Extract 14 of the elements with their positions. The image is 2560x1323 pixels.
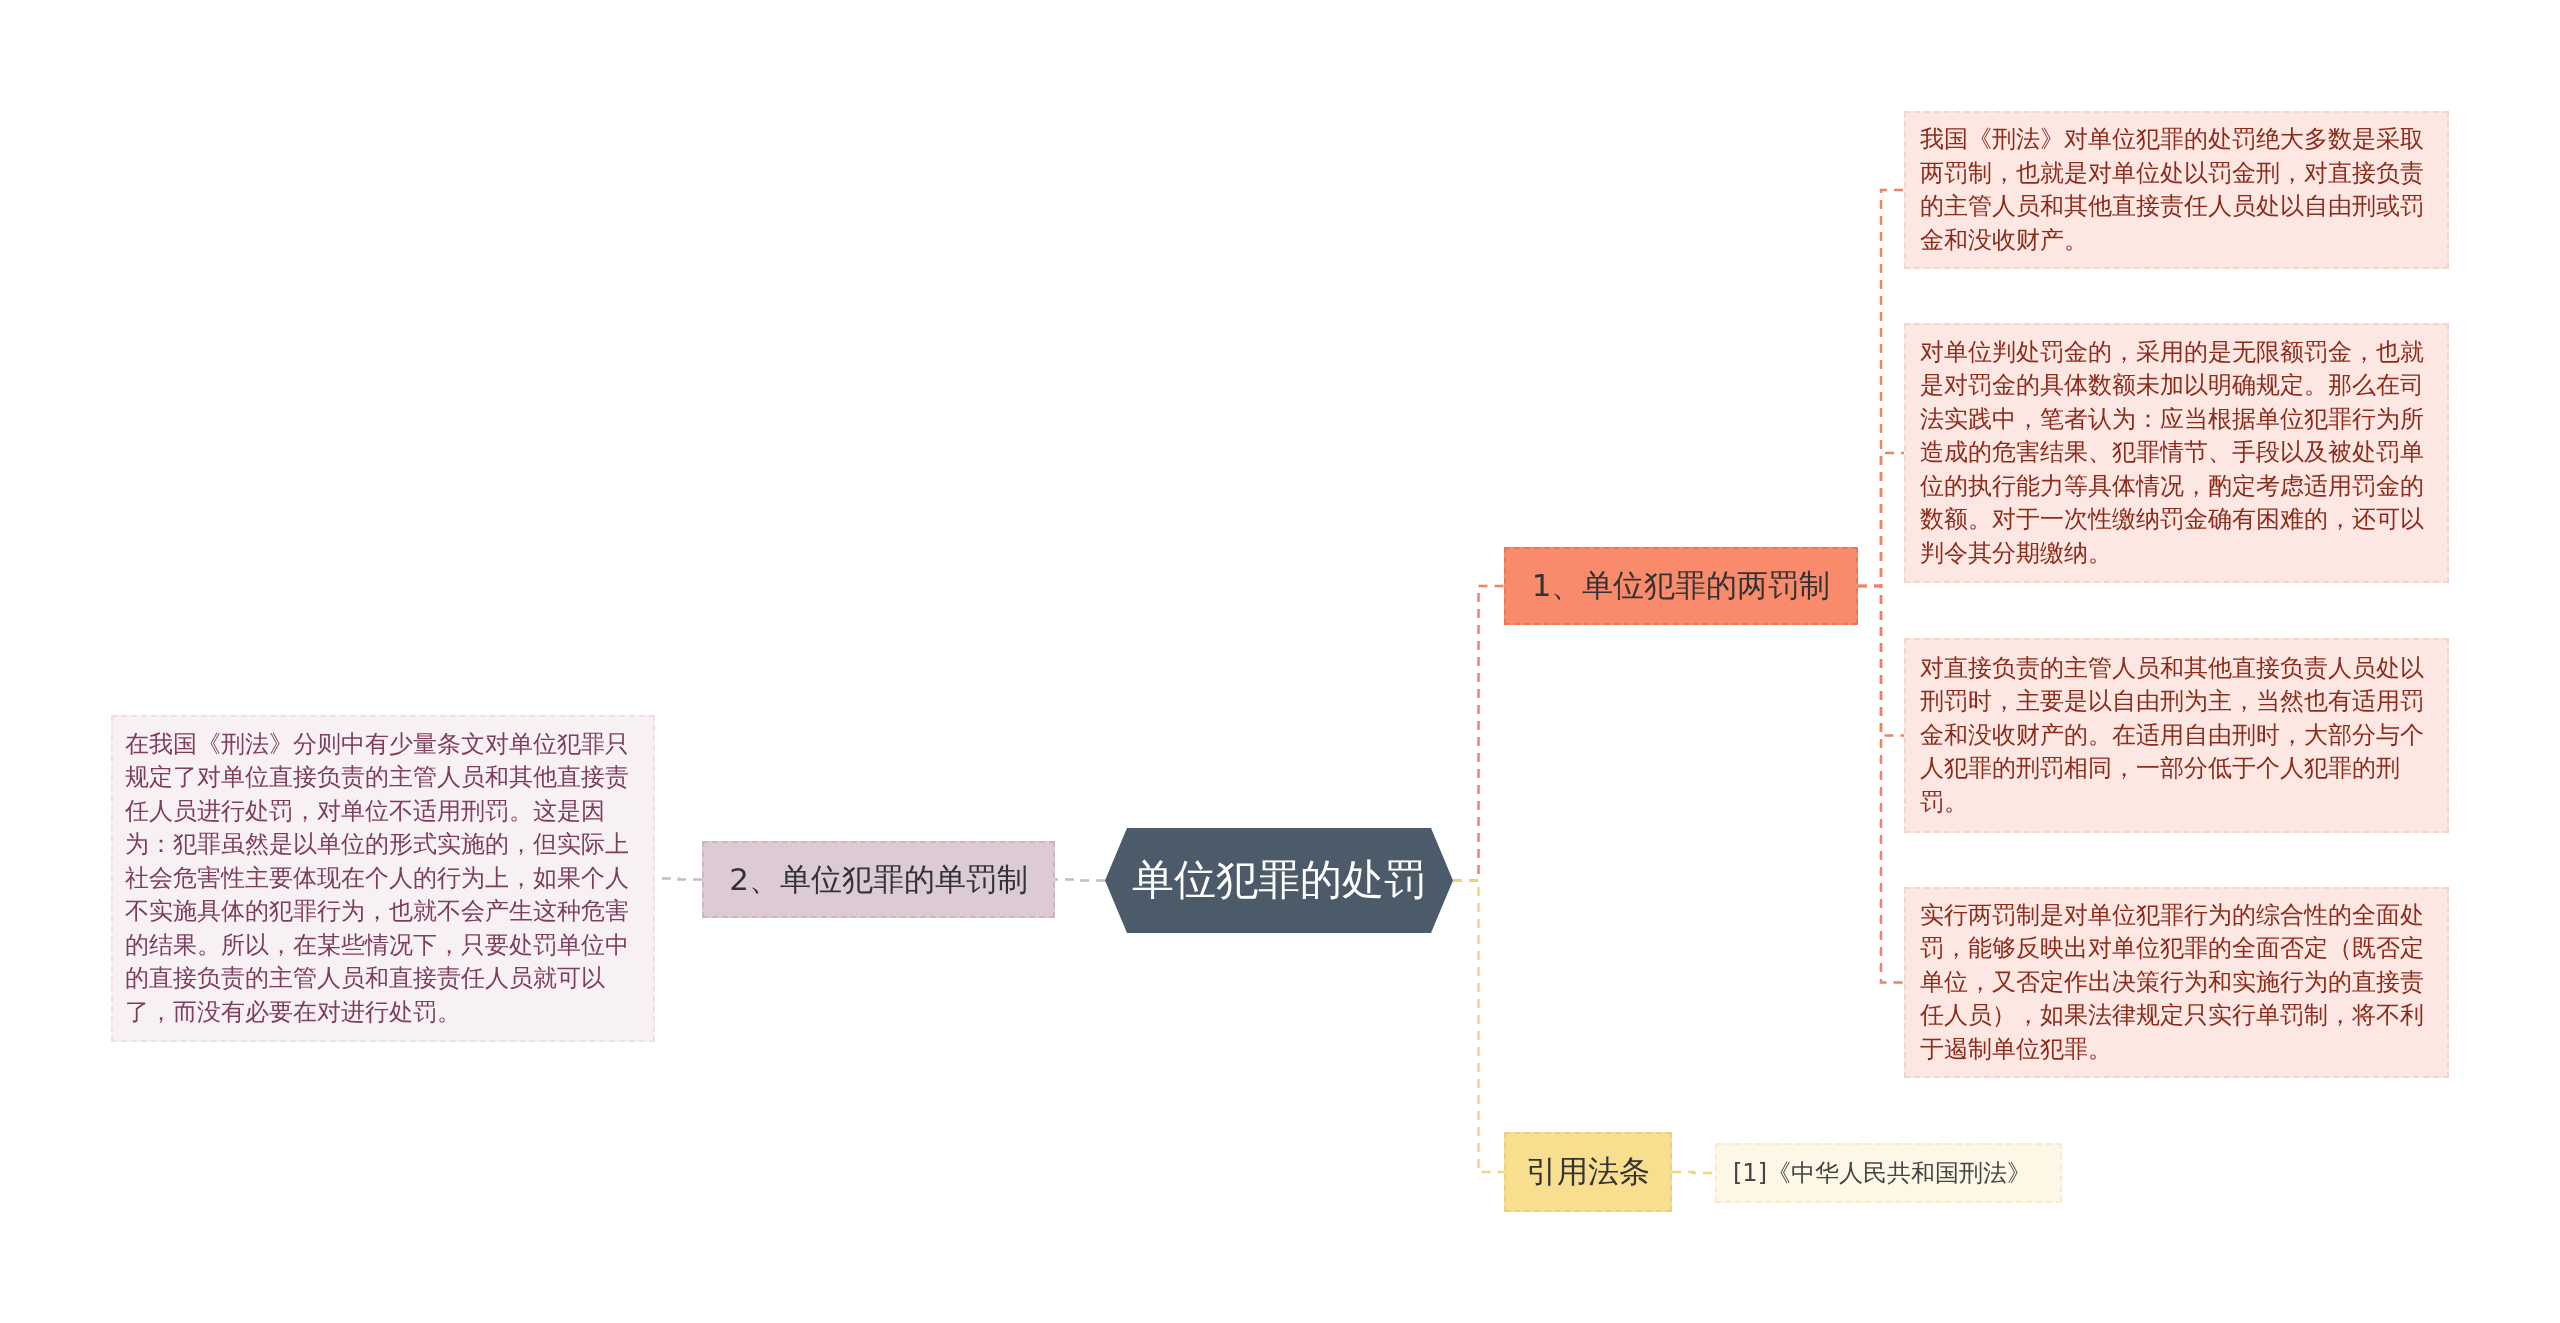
connector-line xyxy=(1858,584,1904,984)
connector-line xyxy=(1055,878,1105,882)
text-box: 在我国《刑法》分则中有少量条文对单位犯罪只规定了对单位直接负责的主管人员和其他直接责任人员进行处罚，对单位不适用刑罚。这是因为：犯罪虽然是以单位的形式实施的，但实际上社会危害性主要体现在个人的行为上，如果个人不实施具体的犯罪行为，也就不会产生这种危害的结果。所以，在某些情况下，只要处罚单位中的直接负责的主管人员和直接责任人员就可以了，而没有必要在对进行处罚。 xyxy=(111,715,655,1042)
connector-line xyxy=(1453,879,1504,1174)
root-node: 单位犯罪的处罚 xyxy=(1105,828,1453,933)
topic-box: 引用法条 xyxy=(1504,1132,1672,1212)
text-box: 对直接负责的主管人员和其他直接负责人员处以刑罚时，主要是以自由刑为主，当然也有适用罚金和没收财产的。在适用自由刑时，大部分与个人犯罪的刑罚相同，一部分低于个人犯罪的刑罚。 xyxy=(1904,638,2449,833)
text-box: 实行两罚制是对单位犯罪行为的综合性的全面处罚，能够反映出对单位犯罪的全面否定（既否定单位，又否定作出决策行为和实施行为的直接责任人员），如果法律规定只实行单罚制，将不利于遏制单位犯罪。 xyxy=(1904,887,2449,1078)
topic-box: 2、单位犯罪的单罚制 xyxy=(702,841,1055,918)
connector-line xyxy=(1672,1170,1715,1175)
topic-box: 1、单位犯罪的两罚制 xyxy=(1504,547,1858,625)
text-box: 对单位判处罚金的，采用的是无限额罚金，也就是对罚金的具体数额未加以明确规定。那么在司法实践中，笔者认为：应当根据单位犯罪行为所造成的危害结果、犯罪情节、手段以及被处罚单位的执行能力等具体情况，酌定考虑适用罚金的数额。对于一次性缴纳罚金确有困难的，还可以判令其分期缴纳。 xyxy=(1904,323,2449,583)
text-box: 我国《刑法》对单位犯罪的处罚绝大多数是采取两罚制，也就是对单位处以罚金刑，对直接负责的主管人员和其他直接责任人员处以自由刑或罚金和没收财产。 xyxy=(1904,111,2449,269)
text-box: [1]《中华人民共和国刑法》 xyxy=(1715,1143,2062,1203)
